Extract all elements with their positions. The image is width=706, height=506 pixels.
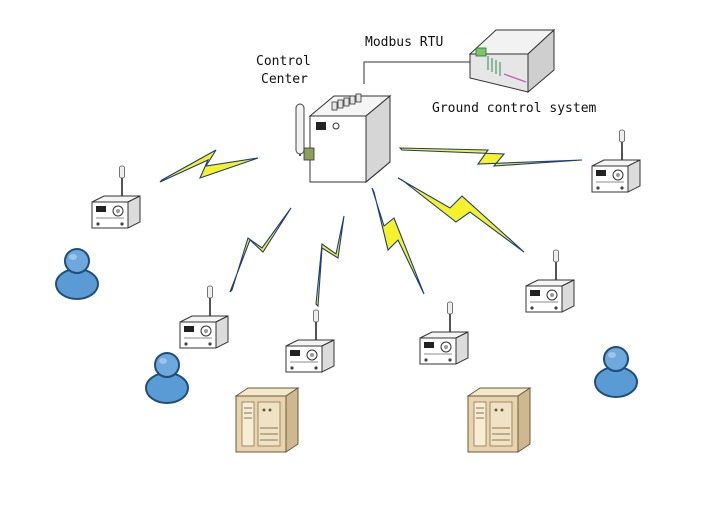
lightning-bolt-icon [229, 207, 292, 293]
person-icon [145, 352, 189, 404]
sensor-node-icon [419, 301, 469, 365]
lightning-bolt-icon [315, 215, 345, 308]
server-tower-icon [235, 387, 299, 453]
ground-control-label: Ground control system [432, 101, 597, 116]
lightning-bolt-icon [397, 177, 525, 253]
sensor-node-icon [179, 285, 229, 349]
sensor-node-icon [591, 129, 641, 193]
lightning-bolt-icon [159, 149, 259, 183]
control-center-label-line1: Control [256, 54, 311, 69]
control-unit-icon [295, 93, 392, 184]
wireless-links [159, 147, 583, 308]
person-icon [594, 346, 638, 398]
control-center-label-line2: Center [261, 72, 308, 87]
person-icon [55, 248, 99, 300]
modbus-connector [363, 61, 470, 84]
lightning-bolt-icon [398, 147, 583, 167]
server-unit-icon [468, 28, 556, 94]
sensor-node-icon [285, 309, 335, 373]
modbus-label: Modbus RTU [365, 35, 444, 50]
lightning-bolt-icon [371, 187, 425, 295]
sensor-node-icon [91, 165, 141, 229]
sensor-node-icon [525, 249, 575, 313]
server-tower-icon [467, 387, 531, 453]
